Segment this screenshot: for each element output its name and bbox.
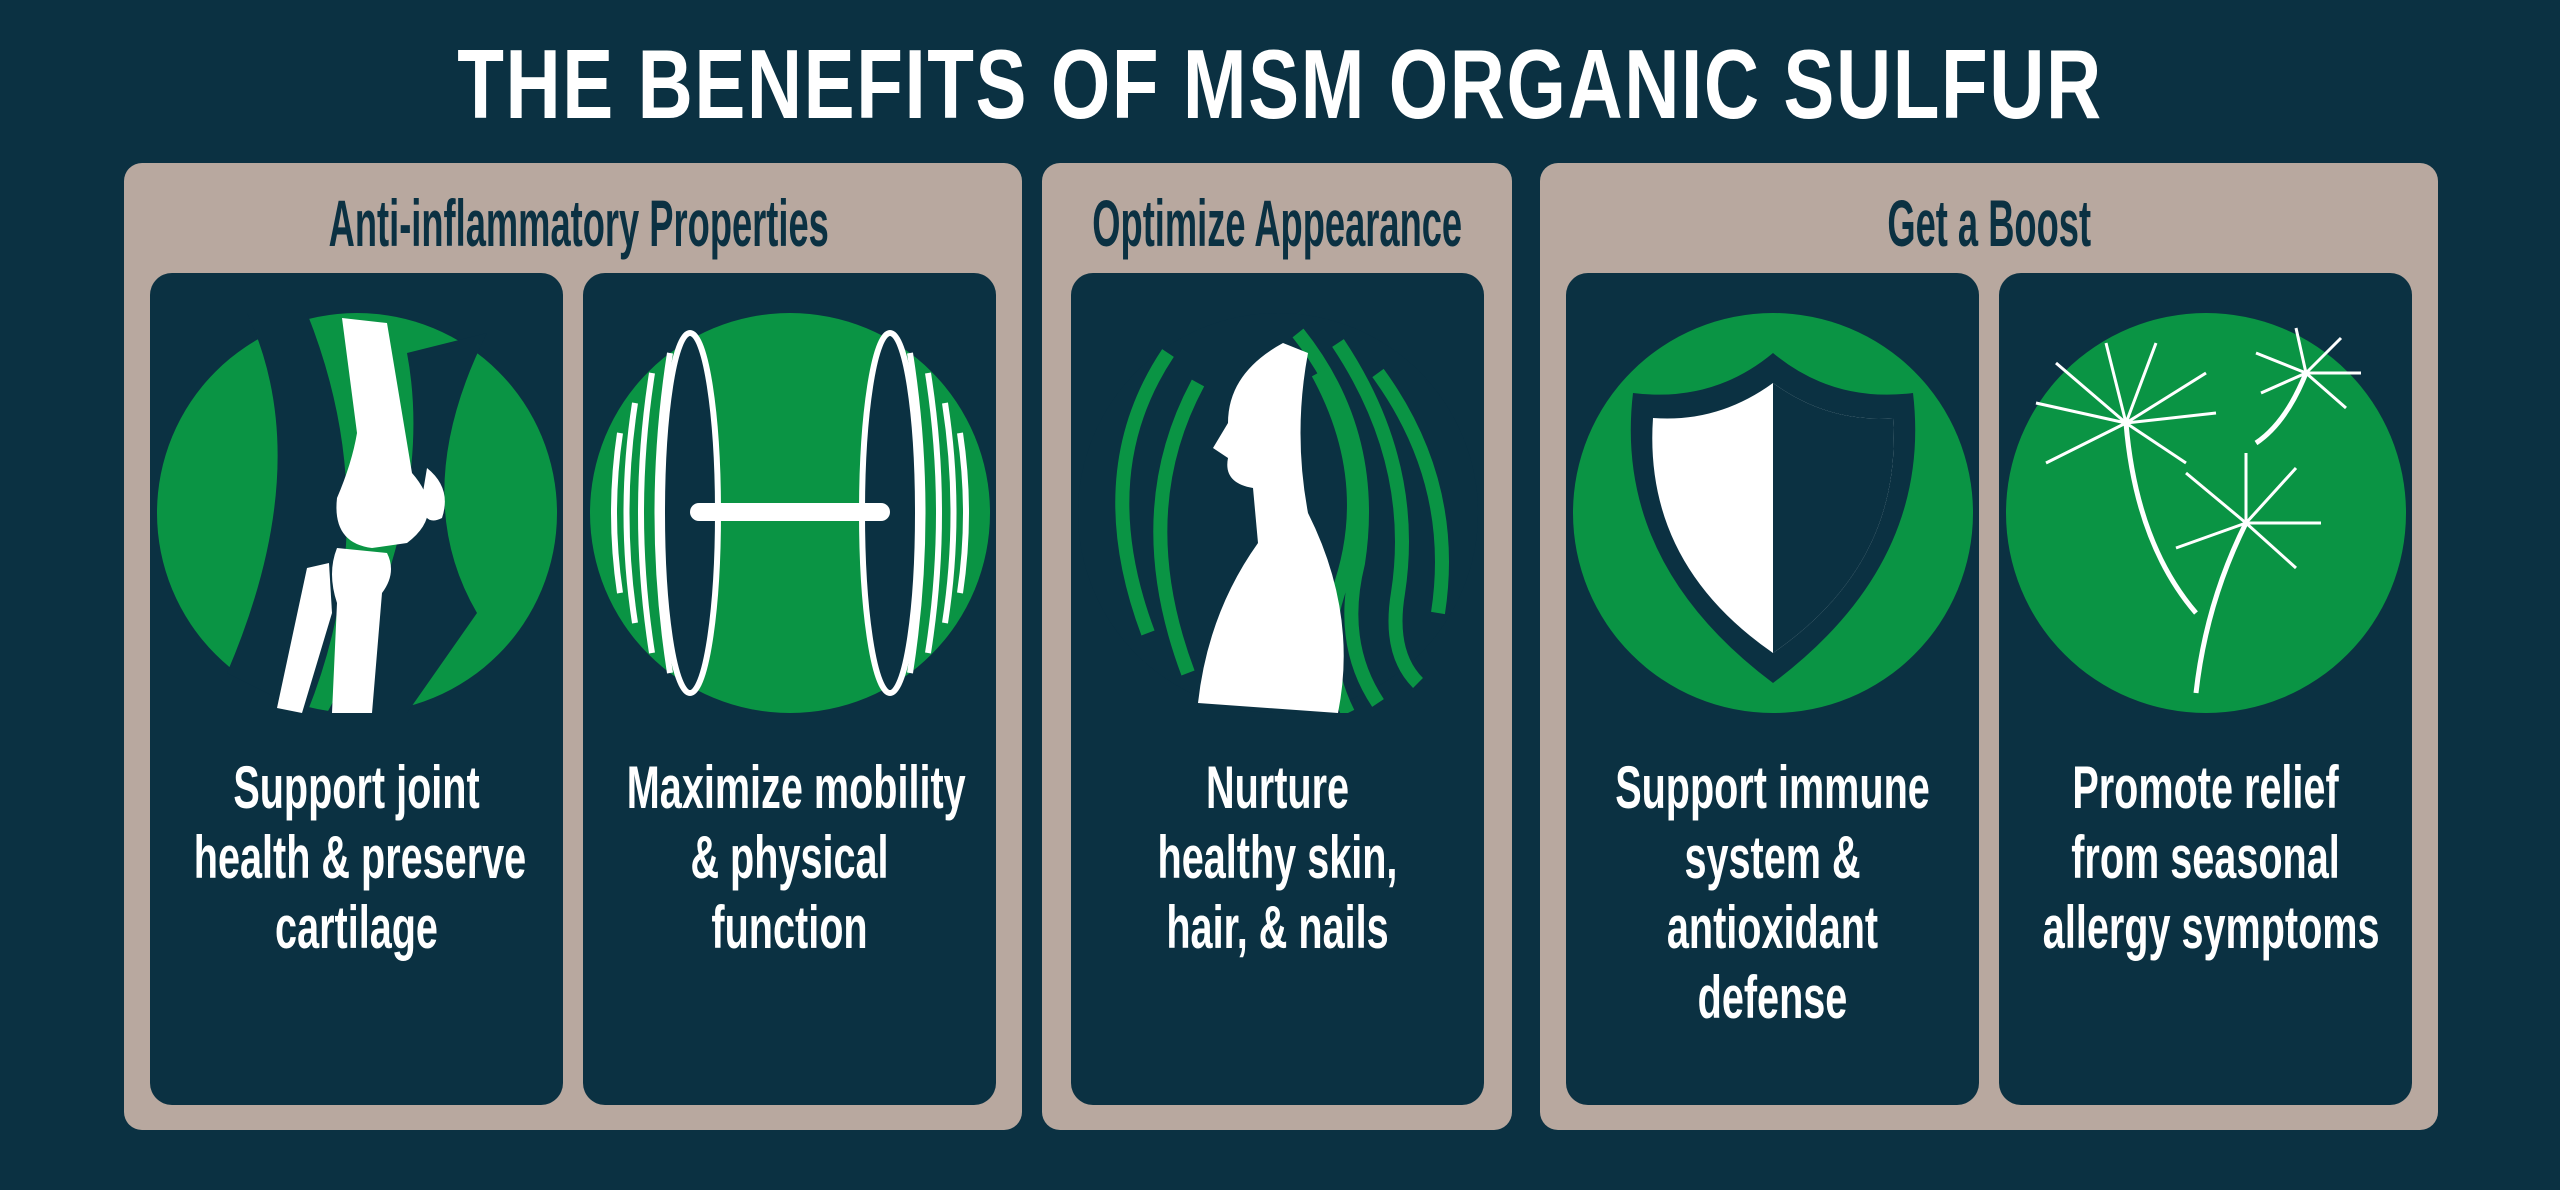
text-line: cartilage (275, 894, 438, 961)
text-line: allergy symptoms (2042, 894, 2380, 961)
text-line: healthy skin, (1157, 824, 1398, 891)
benefit-card-immune: Support immune system & antioxidant defe… (1566, 273, 1979, 1105)
dumbbell-icon (590, 313, 990, 713)
panel-heading-text: Anti-inflammatory Properties (328, 186, 829, 260)
woman-hair-icon (1078, 313, 1478, 713)
panel-get-a-boost: Get a Boost Support immune system & anti… (1540, 163, 2438, 1130)
panel-heading-text: Optimize Appearance (1092, 186, 1462, 260)
benefit-text: Promote relief from seasonal allergy sym… (2042, 753, 2380, 963)
text-line: function (711, 894, 868, 961)
benefit-card-mobility: Maximize mobility & physical function (583, 273, 996, 1105)
text-line: Promote relief (2072, 754, 2339, 821)
text-line: system & (1684, 824, 1861, 891)
text-line: antioxidant (1666, 894, 1879, 961)
text-line: Support joint (233, 754, 480, 821)
text-line: hair, & nails (1166, 894, 1389, 961)
text-line: defense (1697, 964, 1848, 1031)
benefit-card-joint: Support joint health & preserve cartilag… (150, 273, 563, 1105)
shield-icon (1573, 313, 1973, 713)
text-line: from seasonal (2071, 824, 2340, 891)
text-line: health & preserve (193, 824, 527, 891)
benefit-text: Support joint health & preserve cartilag… (193, 753, 527, 963)
benefit-card-allergy: Promote relief from seasonal allergy sym… (1999, 273, 2412, 1105)
panel-heading: Get a Boost (1540, 185, 2438, 261)
page-title: THE BENEFITS OF MSM ORGANIC SULFUR (457, 29, 2103, 139)
panel-heading: Anti-inflammatory Properties (124, 185, 1022, 261)
panel-optimize-appearance: Optimize Appearance Nurture healthy skin… (1042, 163, 1512, 1130)
benefit-text: Nurture healthy skin, hair, & nails (1115, 753, 1440, 963)
text-line: Support immune (1615, 754, 1930, 821)
panel-heading-text: Get a Boost (1887, 186, 2091, 260)
panel-anti-inflammatory: Anti-inflammatory Properties Support joi… (124, 163, 1022, 1130)
text-line: Nurture (1205, 754, 1350, 821)
dandelion-seeds-icon (2006, 313, 2406, 713)
benefit-text: Support immune system & antioxidant defe… (1610, 753, 1935, 1033)
knee-joint-icon (157, 313, 557, 713)
text-line: & physical (690, 824, 889, 891)
text-line: Maximize mobility (626, 754, 966, 821)
benefit-card-skin-hair: Nurture healthy skin, hair, & nails (1071, 273, 1484, 1105)
benefit-text: Maximize mobility & physical function (626, 753, 966, 963)
